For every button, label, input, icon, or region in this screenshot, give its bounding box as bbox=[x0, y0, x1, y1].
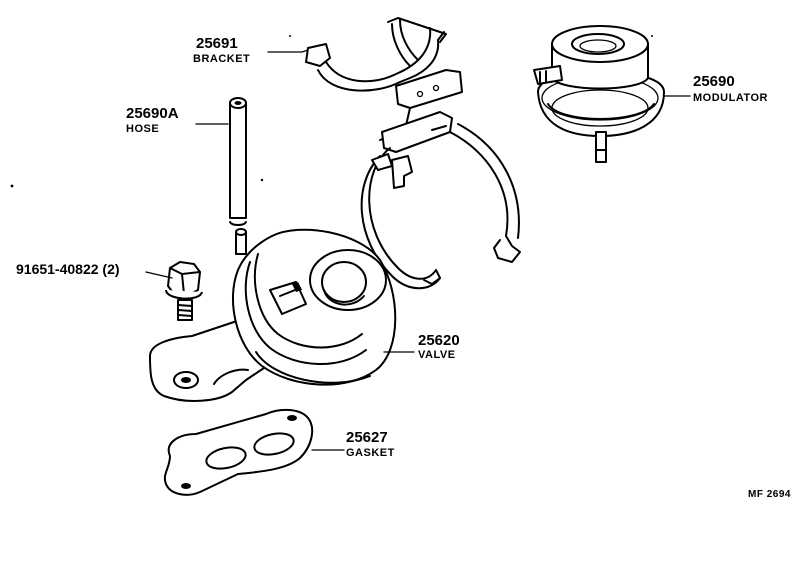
gasket-drawing bbox=[163, 408, 314, 496]
leader-lines bbox=[145, 49, 691, 451]
modulator-drawing bbox=[533, 25, 665, 163]
gasket-number: 25627 bbox=[346, 429, 388, 446]
bracket-name: BRACKET bbox=[193, 53, 251, 65]
valve-drawing bbox=[149, 228, 397, 402]
hose-number: 25690A bbox=[126, 105, 179, 122]
valve-number: 25620 bbox=[418, 332, 460, 349]
hose-drawing bbox=[229, 97, 247, 255]
valve-name: VALVE bbox=[418, 349, 456, 361]
bolt-number: 91651-40822 (2) bbox=[16, 261, 120, 277]
figure-code: MF 2694 bbox=[748, 489, 791, 500]
bracket-number: 25691 bbox=[196, 35, 238, 52]
gasket-name: GASKET bbox=[346, 447, 395, 459]
bolt-drawing bbox=[165, 261, 203, 321]
scan-specks bbox=[10, 35, 653, 188]
hose-name: HOSE bbox=[126, 123, 160, 135]
modulator-number: 25690 bbox=[693, 73, 735, 90]
modulator-name: MODULATOR bbox=[693, 92, 768, 104]
bracket-drawing bbox=[305, 17, 521, 290]
